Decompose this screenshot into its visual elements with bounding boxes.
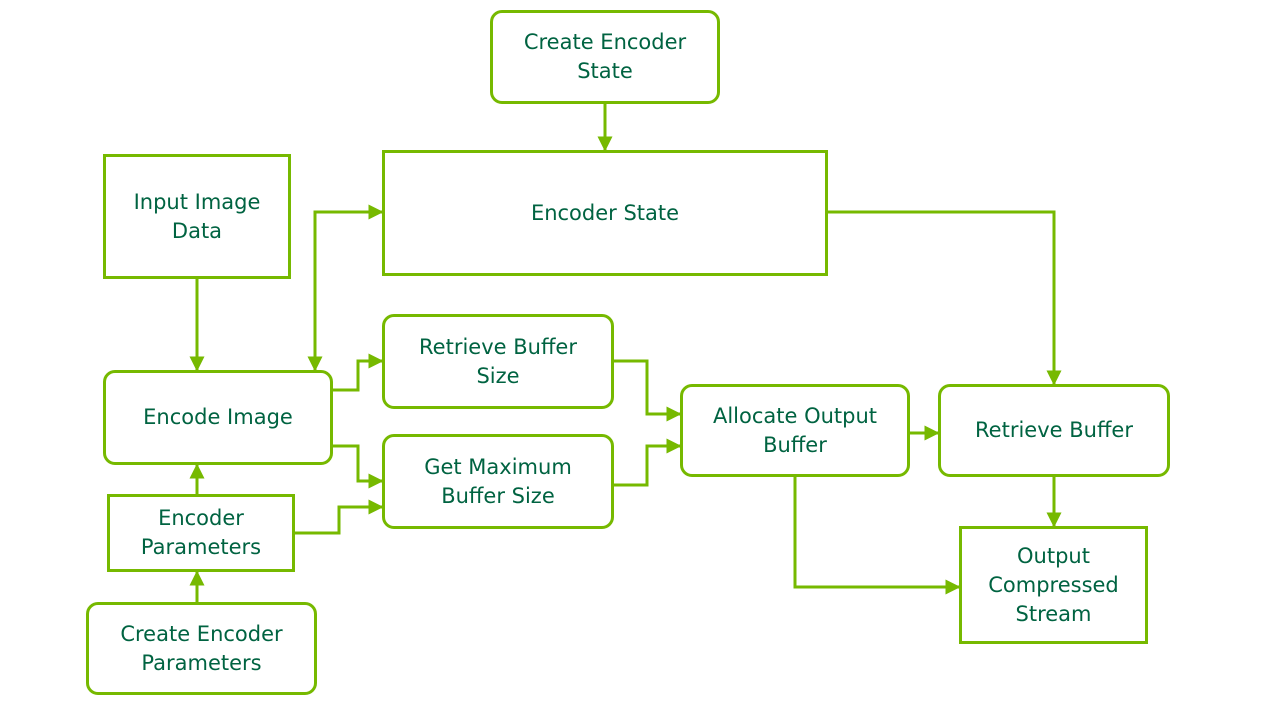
node-input-image-data: Input Image Data: [103, 154, 291, 279]
node-input-image-data-label: Input Image Data: [133, 189, 261, 243]
edge-get-max-buffer-size-to-allocate: [614, 438, 682, 487]
node-allocate-output-buffer: Allocate Output Buffer: [680, 384, 910, 477]
node-create-encoder-state-label: Create Encoder State: [523, 30, 687, 83]
node-retrieve-buffer-label: Retrieve Buffer: [975, 418, 1133, 442]
node-allocate-output-buffer-label: Allocate Output Buffer: [712, 403, 878, 457]
node-get-maximum-buffer-size: Get Maximum Buffer Size: [382, 434, 614, 529]
node-encoder-parameters-label: Encoder Parameters: [140, 506, 262, 559]
node-encoder-parameters: Encoder Parameters: [107, 494, 295, 572]
node-encode-image: Encode Image: [103, 370, 333, 465]
node-retrieve-buffer-size-label: Retrieve Buffer Size: [419, 334, 577, 388]
edge-encode-image-to-encoder-state: [313, 204, 384, 370]
node-get-maximum-buffer-size-label: Get Maximum Buffer Size: [424, 454, 572, 508]
node-output-compressed-stream: Output Compressed Stream: [959, 526, 1148, 644]
edge-allocate-to-output-stream: [793, 477, 961, 595]
node-create-encoder-parameters: Create Encoder Parameters: [86, 602, 317, 695]
node-retrieve-buffer: Retrieve Buffer: [938, 384, 1170, 477]
node-create-encoder-state: Create Encoder State: [490, 10, 720, 104]
node-create-encoder-parameters-label: Create Encoder Parameters: [120, 621, 283, 675]
node-encoder-state: Encoder State: [382, 150, 828, 276]
edge-encoder-parameters-to-get-max-buffer-size: [294, 499, 384, 535]
node-output-compressed-stream-label: Output Compressed Stream: [988, 543, 1119, 626]
edge-encoder-state-to-retrieve-buffer: [828, 210, 1062, 386]
node-retrieve-buffer-size: Retrieve Buffer Size: [382, 314, 614, 409]
edge-encode-image-to-get-max-buffer-size: [333, 444, 384, 489]
node-encoder-state-label: Encoder State: [530, 200, 680, 225]
edge-retrieve-buffer-size-to-allocate: [614, 359, 682, 422]
edge-encode-image-to-retrieve-buffer-size: [333, 353, 384, 392]
node-encode-image-label: Encode Image: [143, 405, 293, 429]
